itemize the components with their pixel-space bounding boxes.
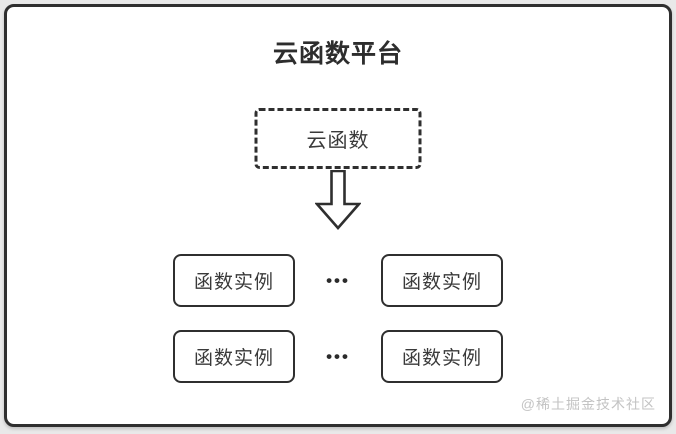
instance-row-1: 函数实例 ••• 函数实例 xyxy=(7,254,669,307)
cloud-function-label: 云函数 xyxy=(306,130,370,152)
function-instance-label: 函数实例 xyxy=(401,348,482,369)
down-arrow-icon xyxy=(314,169,362,230)
instance-row-2: 函数实例 ••• 函数实例 xyxy=(7,330,669,383)
function-instance-label: 函数实例 xyxy=(401,272,482,293)
watermark: @稀土掘金技术社区 xyxy=(520,396,656,412)
cloud-function-platform-panel: 云函数平台 云函数 函数实例 ••• 函数实例 函数实例 ••• 函数实例 @稀… xyxy=(4,4,672,427)
function-instance-node: 函数实例 xyxy=(381,330,503,383)
function-instance-label: 函数实例 xyxy=(193,272,274,293)
function-instance-label: 函数实例 xyxy=(193,348,274,369)
diagram-title: 云函数平台 xyxy=(272,40,403,68)
function-instance-node: 函数实例 xyxy=(173,254,295,307)
ellipsis-icon: ••• xyxy=(326,347,350,366)
function-instance-node: 函数实例 xyxy=(381,254,503,307)
function-instance-node: 函数实例 xyxy=(173,330,295,383)
ellipsis-icon: ••• xyxy=(326,271,350,290)
cloud-function-node: 云函数 xyxy=(254,108,422,169)
